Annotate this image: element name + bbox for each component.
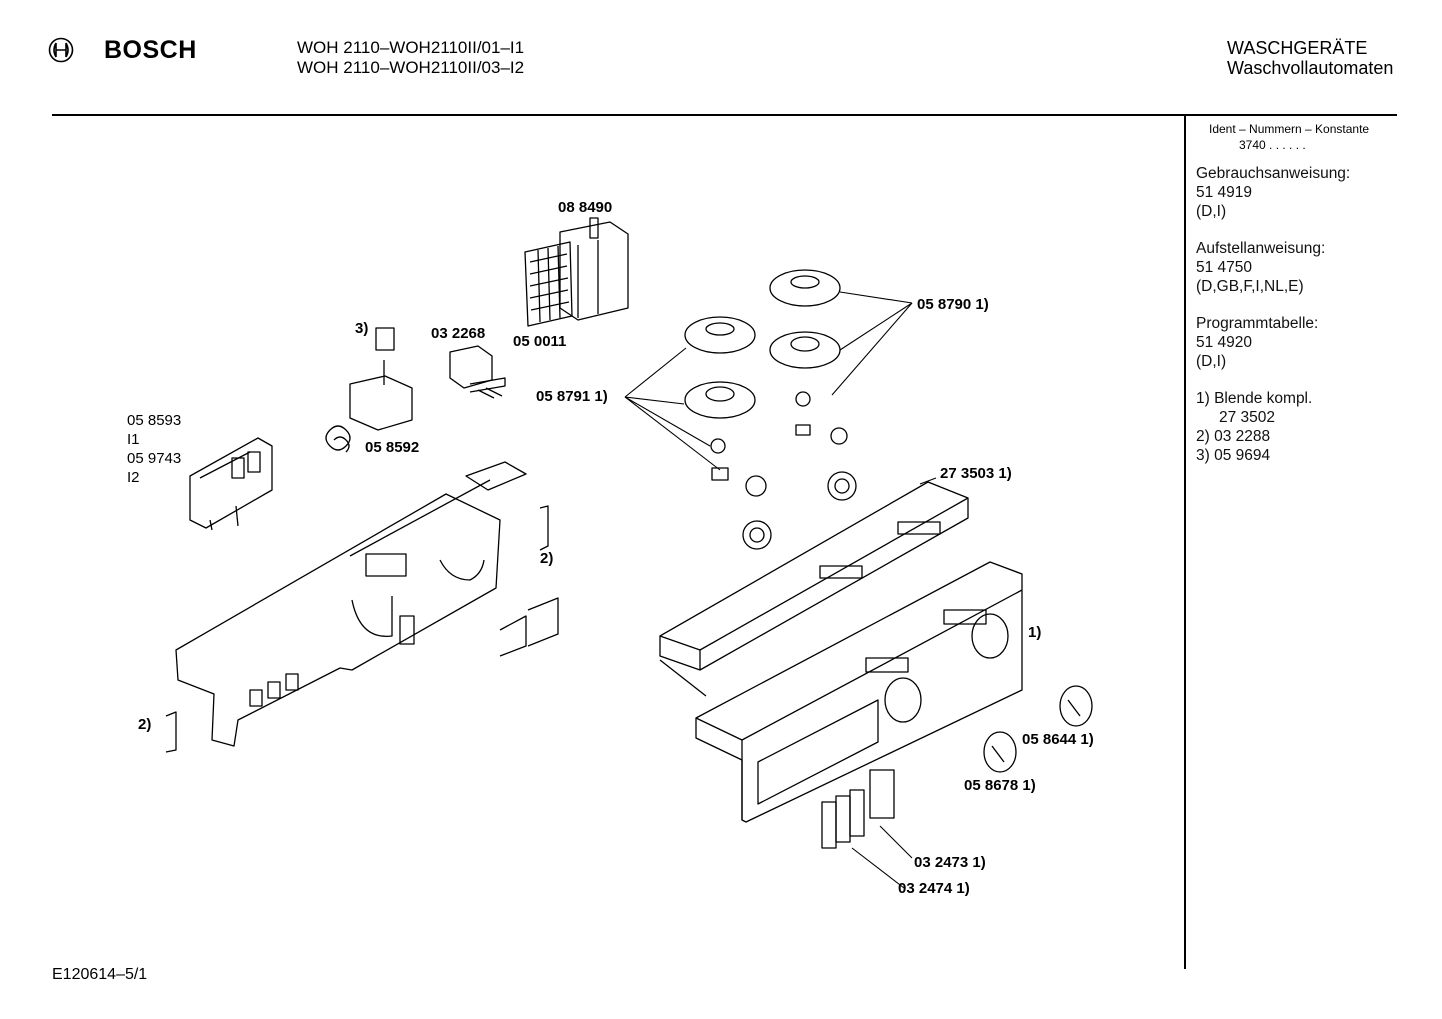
part-label-050011: 05 0011 xyxy=(513,333,567,350)
doc-title: Gebrauchsanweisung: xyxy=(1196,165,1351,182)
knob-disc-parts xyxy=(684,269,841,481)
part-label-058678: 05 8678 1) xyxy=(964,777,1036,794)
part-label-058644: 05 8644 1) xyxy=(1022,731,1094,748)
ident-title: Ident – Nummern – Konstante xyxy=(1209,122,1370,136)
sidebar-divider xyxy=(1184,116,1186,969)
small-part-3 xyxy=(375,327,395,351)
part-label-058593: 05 8593 xyxy=(127,412,182,429)
doc-block-programm: Programmtabelle: 51 4920 (D,I) xyxy=(1196,314,1318,371)
category-line-1: WASCHGERÄTE xyxy=(1227,38,1368,58)
category: WASCHGERÄTE Waschvollautomaten xyxy=(1227,38,1393,78)
footnotes: 1) Blende kompl. 27 3502 2) 03 2288 3) 0… xyxy=(1196,389,1312,465)
doc-title: Programmtabelle: xyxy=(1196,315,1319,332)
part-label-088490: 08 8490 xyxy=(558,199,613,216)
model-line-2: WOH 2110–WOH2110II/03–I2 xyxy=(297,58,525,77)
doc-langs: (D,I) xyxy=(1196,203,1227,220)
push-button-parts xyxy=(821,769,895,849)
panel-cover-part xyxy=(659,481,969,697)
part-label-058592: 05 8592 xyxy=(365,439,420,456)
model-numbers: WOH 2110–WOH2110II/01–I1 WOH 2110–WOH211… xyxy=(297,38,524,78)
exploded-view-drawing xyxy=(165,217,1093,889)
model-line-1: WOH 2110–WOH2110II/01–I1 xyxy=(297,38,525,57)
doc-langs: (D,GB,F,I,NL,E) xyxy=(1196,278,1304,295)
part-label-058790: 05 8790 1) xyxy=(917,296,989,313)
chassis-frame-part xyxy=(175,479,501,747)
part-label-273503: 27 3503 1) xyxy=(940,465,1012,482)
part-label-058791: 05 8791 1) xyxy=(536,388,608,405)
circuit-board-part xyxy=(189,437,273,531)
window-frame-part xyxy=(465,461,527,491)
clip-part xyxy=(165,505,559,753)
part-label-note1: 1) xyxy=(1028,624,1042,641)
doc-title: Aufstellanweisung: xyxy=(1196,240,1326,257)
category-line-2: Waschvollautomaten xyxy=(1227,58,1394,78)
part-label-032268: 03 2268 xyxy=(431,325,486,342)
front-panel-part xyxy=(695,561,1023,823)
doc-number: 51 4919 xyxy=(1196,184,1253,201)
part-label-059743: 05 9743 xyxy=(127,450,182,467)
footnote-3: 3) 05 9694 xyxy=(1196,447,1271,464)
drawing-code: E120614–5/1 xyxy=(52,966,148,983)
doc-number: 51 4750 xyxy=(1196,259,1253,276)
doc-langs: (D,I) xyxy=(1196,353,1227,370)
bosch-logo-icon xyxy=(48,37,74,63)
leader-lines xyxy=(624,291,937,889)
part-label-note2b: 2) xyxy=(138,716,152,733)
doc-number: 51 4920 xyxy=(1196,334,1253,351)
selector-switch-part xyxy=(325,360,413,453)
footnote-2: 2) 03 2288 xyxy=(1196,428,1271,445)
brand-name: BOSCH xyxy=(104,36,197,64)
relay-part xyxy=(449,345,506,399)
part-label-note3: 3) xyxy=(355,320,369,337)
part-label-note2a: 2) xyxy=(540,550,554,567)
gear-parts xyxy=(742,427,857,550)
part-label-032473: 03 2473 1) xyxy=(914,854,986,871)
timer-part xyxy=(524,217,629,327)
ident-value: 3740 . . . . . . xyxy=(1239,138,1306,152)
header-divider xyxy=(52,114,1397,116)
footnote-1: 1) Blende kompl. xyxy=(1196,390,1313,407)
part-label-i2: I2 xyxy=(127,469,140,486)
footnote-1-number: 27 3502 xyxy=(1219,409,1276,426)
part-label-i1: I1 xyxy=(127,431,140,448)
part-label-032474: 03 2474 1) xyxy=(898,880,970,897)
doc-block-aufstell: Aufstellanweisung: 51 4750 (D,GB,F,I,NL,… xyxy=(1196,239,1325,296)
doc-block-gebrauch: Gebrauchsanweisung: 51 4919 (D,I) xyxy=(1196,164,1350,221)
knob-parts xyxy=(983,685,1093,773)
